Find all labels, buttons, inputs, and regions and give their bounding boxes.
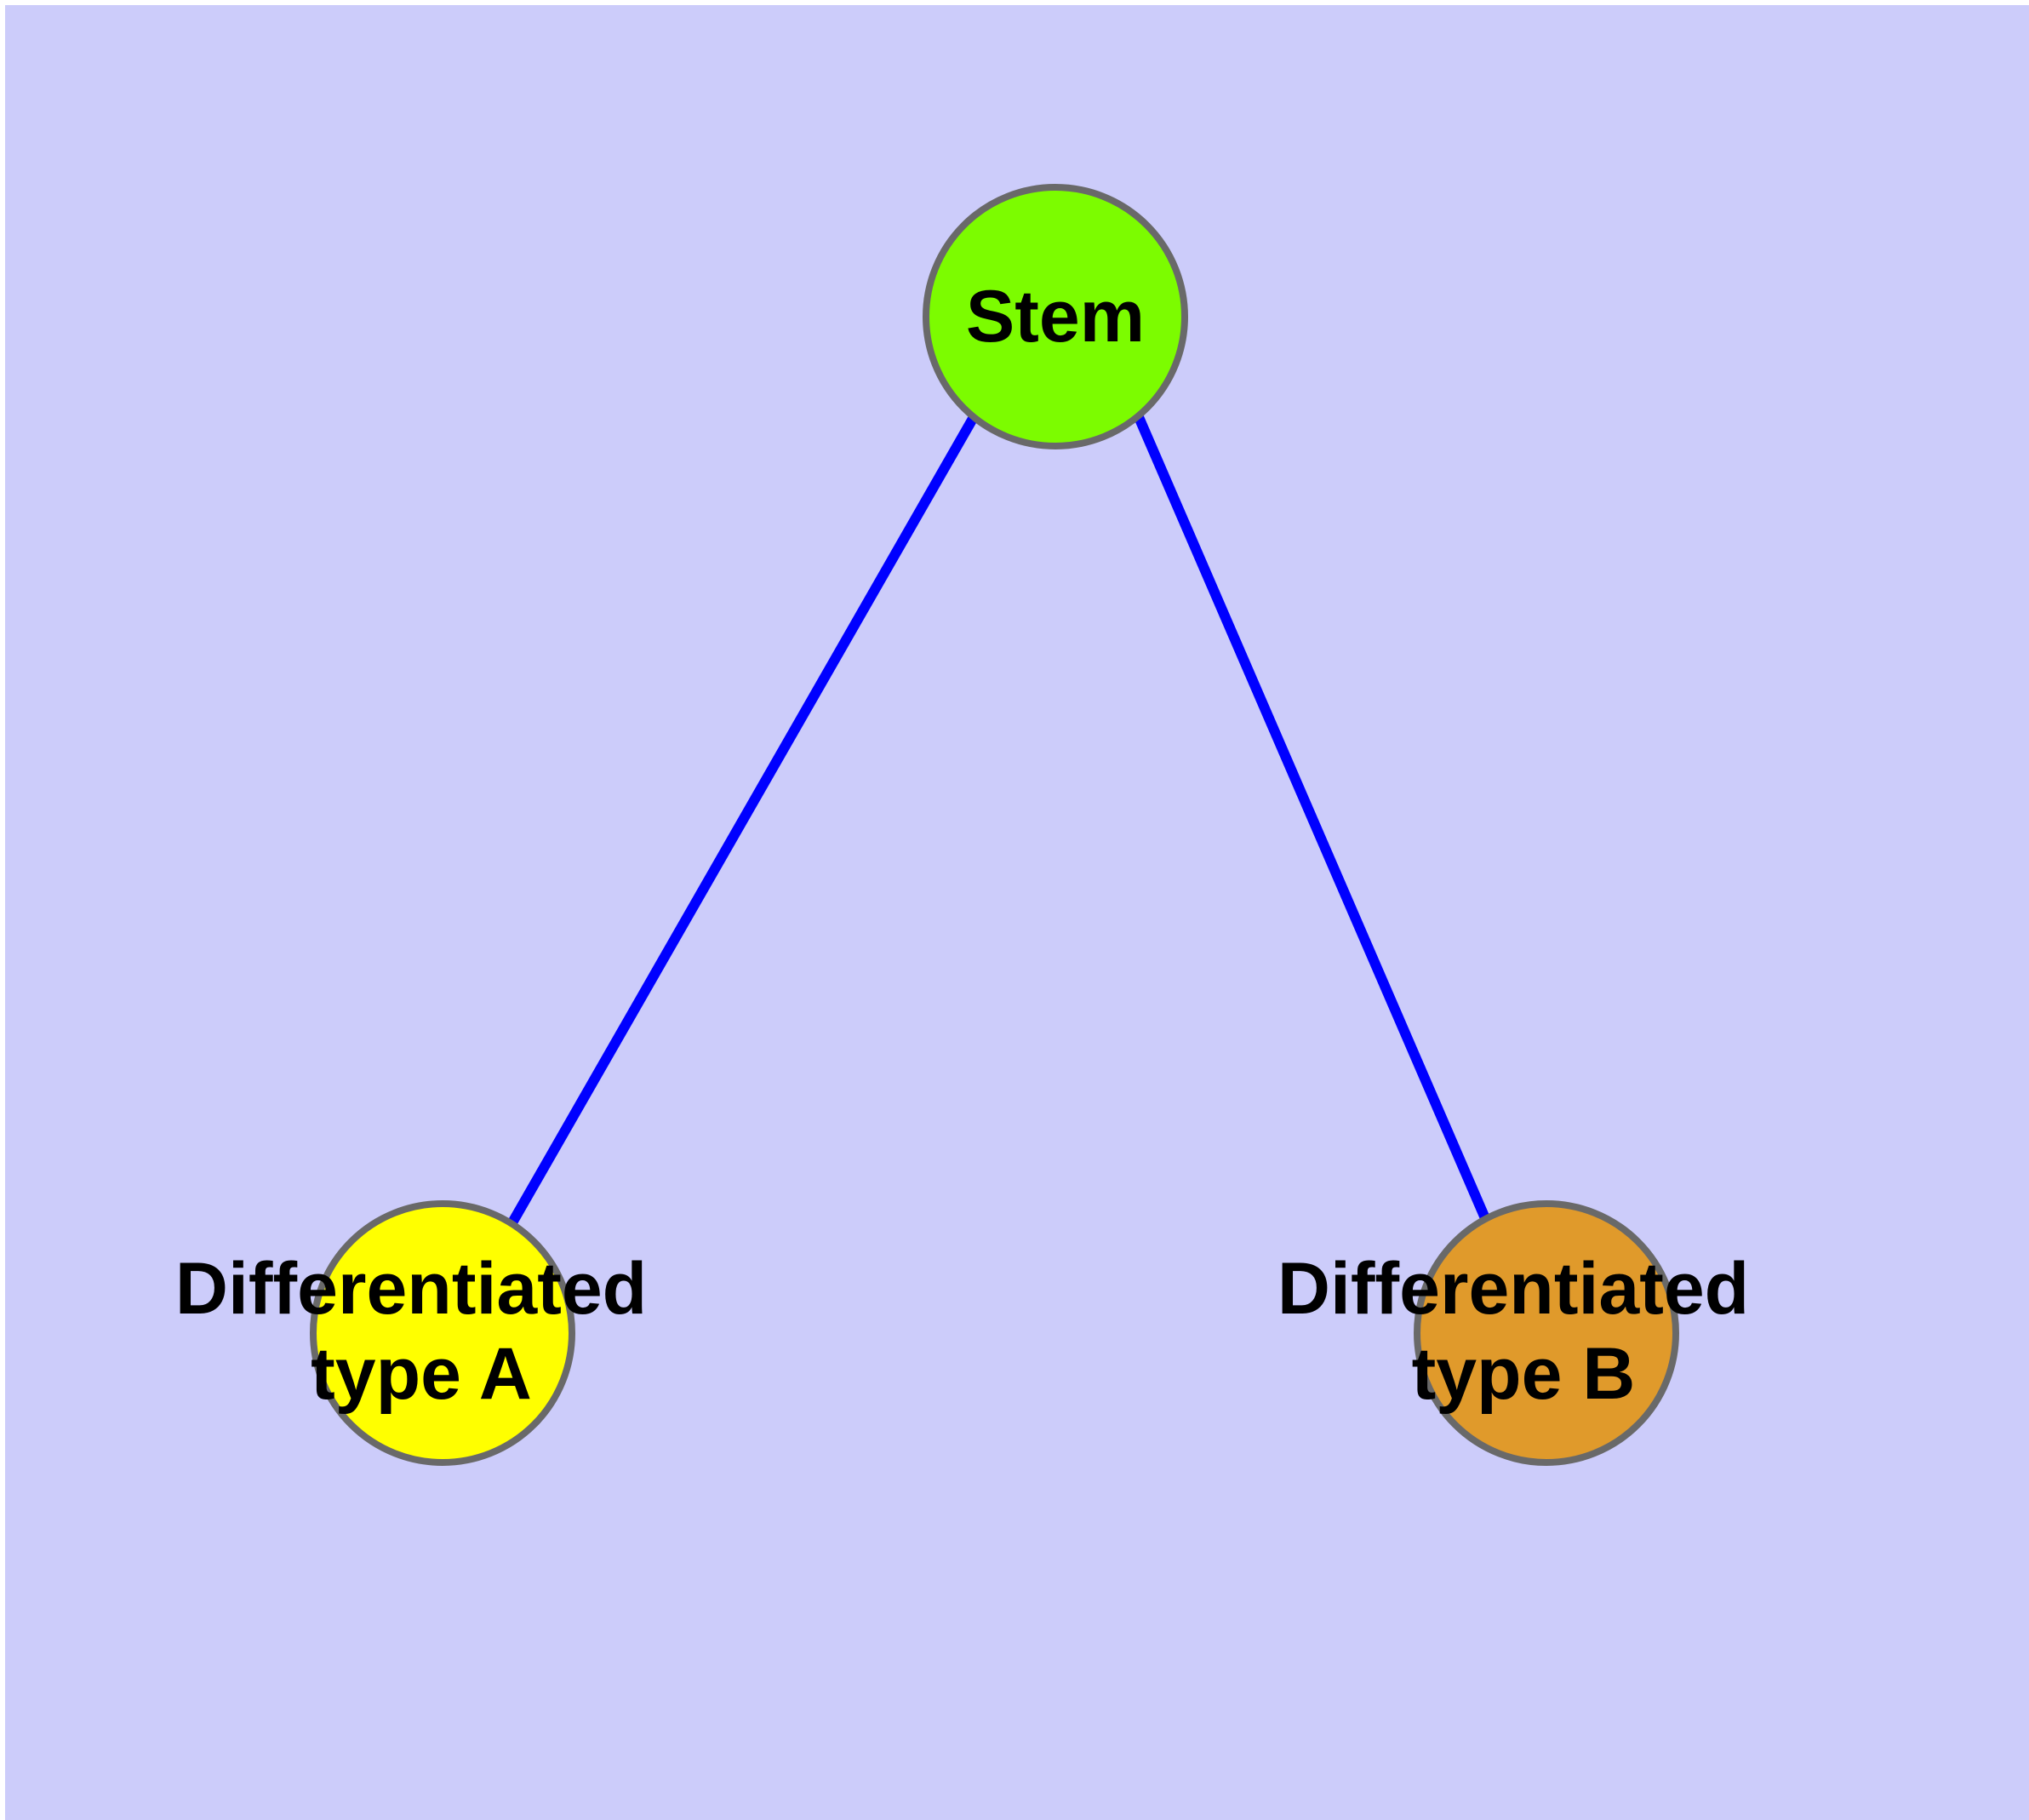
node-label-type-b: Differentiated type B xyxy=(1277,1248,1769,1415)
edge-stem-to-type-b[interactable] xyxy=(1134,415,1493,1227)
node-label-type-b-line1: Differentiated xyxy=(1277,1248,1749,1330)
node-label-type-b-line2: type B xyxy=(1412,1333,1636,1415)
node-diff-type-a[interactable] xyxy=(310,1200,575,1466)
edge-layer xyxy=(506,415,1493,1227)
edge-stem-to-type-a[interactable] xyxy=(506,415,979,1227)
node-circle-type-b[interactable] xyxy=(1414,1200,1679,1466)
node-circle-type-a[interactable] xyxy=(310,1200,575,1466)
node-label-type-a-line1: Differentiated xyxy=(175,1248,647,1330)
label-layer: Stem Differentiated type A Differentiate… xyxy=(175,276,1769,1415)
node-stem[interactable] xyxy=(923,184,1188,449)
node-circle-stem[interactable] xyxy=(923,184,1188,449)
node-diff-type-b[interactable] xyxy=(1414,1200,1679,1466)
node-label-stem-line1: Stem xyxy=(966,276,1145,358)
node-label-stem: Stem xyxy=(966,276,1145,358)
node-label-type-a-line2: type A xyxy=(311,1333,532,1415)
node-layer xyxy=(310,184,1679,1466)
node-label-type-a: Differentiated type A xyxy=(175,1248,667,1415)
